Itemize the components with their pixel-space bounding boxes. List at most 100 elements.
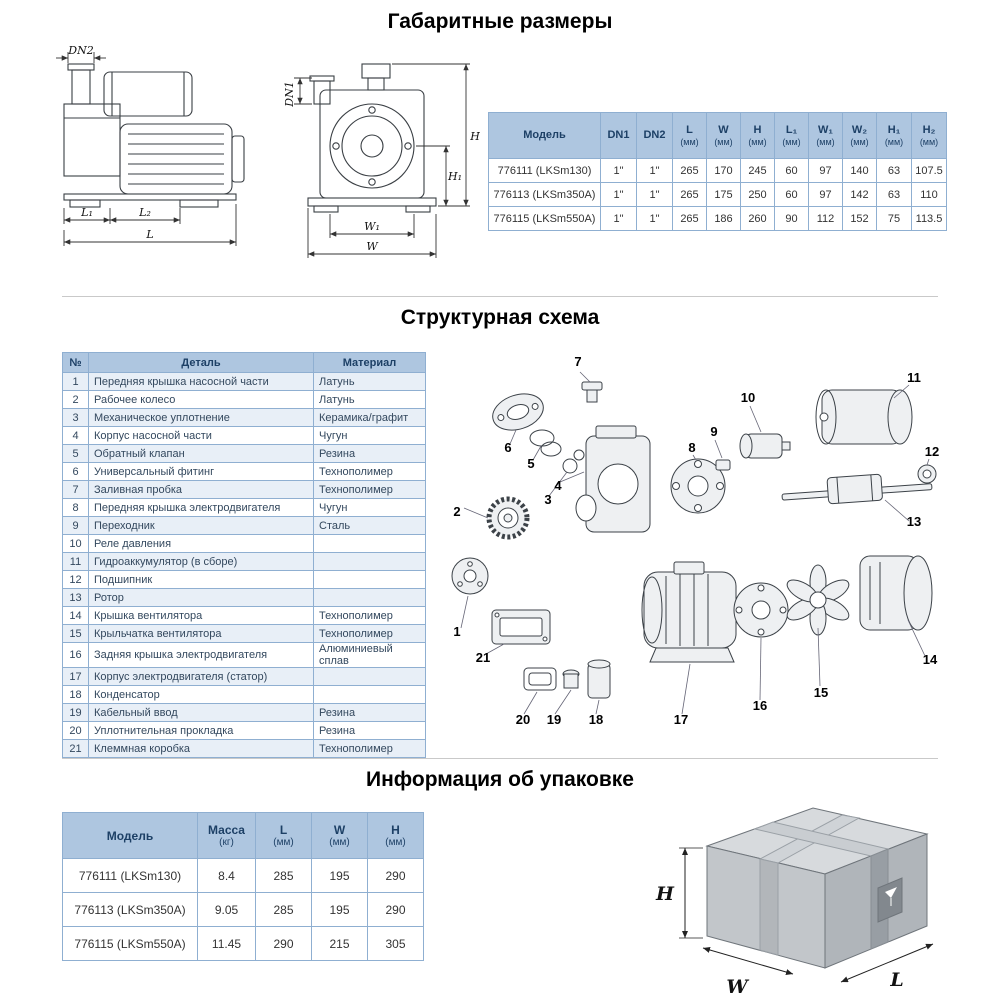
column-label: H₁ — [887, 123, 901, 136]
part-rear-cover — [733, 582, 789, 638]
callout-12: 12 — [925, 444, 939, 459]
column-header: L (мм) — [255, 812, 312, 859]
dim-label-dn2: DN2 — [67, 44, 93, 57]
column-label: Модель — [106, 828, 154, 843]
cell: 290 — [255, 926, 312, 961]
callout-21: 21 — [476, 650, 490, 665]
part-number-cell: 5 — [62, 444, 89, 463]
dimensions-table: Модель DN1 DN2 L (мм — [488, 112, 947, 231]
column-label: W₂ — [851, 123, 868, 136]
column-unit: (мм) — [782, 136, 801, 147]
part-material-cell: Технополимер — [313, 606, 426, 625]
cell: 285 — [255, 858, 312, 893]
cell: 152 — [842, 206, 877, 231]
part-name-cell: Универсальный фитинг — [88, 462, 314, 481]
part-number-cell: 19 — [62, 703, 89, 722]
table-row: 2 Рабочее колесо Латунь — [62, 390, 426, 409]
column-header-num: № — [62, 352, 89, 373]
cell: 140 — [842, 158, 877, 183]
column-header: Модель — [62, 812, 198, 859]
dim-label-l2: L₂ — [138, 206, 151, 219]
part-capacitor — [587, 659, 611, 699]
part-number-cell: 1 — [62, 372, 89, 391]
column-unit: (кг) — [219, 836, 234, 848]
cell: 107.5 — [911, 158, 947, 183]
part-fitting-flange — [492, 393, 544, 431]
part-number-cell: 7 — [62, 480, 89, 499]
front-view-drawing: DN1 H H₁ W₁ W — [284, 63, 480, 258]
part-impeller — [486, 496, 530, 540]
callout-13: 13 — [907, 514, 921, 529]
part-material-cell: Технополимер — [313, 462, 426, 481]
cell: 170 — [706, 158, 741, 183]
callout-19: 19 — [547, 712, 561, 727]
cell: 97 — [808, 158, 843, 183]
table-row: 7 Заливная пробка Технополимер — [62, 480, 426, 499]
box-shape — [705, 807, 929, 969]
cell: 1" — [636, 206, 673, 231]
part-gasket — [523, 667, 557, 691]
part-name-cell: Корпус насосной части — [88, 426, 314, 445]
table-row: 6 Универсальный фитинг Технополимер — [62, 462, 426, 481]
exploded-view-diagram: 1 2 3 4 5 6 7 8 9 10 11 12 13 14 15 16 1… — [451, 354, 939, 727]
column-unit: (мм) — [329, 836, 350, 848]
part-fan-cover — [859, 555, 933, 631]
part-name-cell: Кабельный ввод — [88, 703, 314, 722]
cell: 195 — [311, 858, 368, 893]
part-material-cell: Керамика/графит — [313, 408, 426, 427]
cell: 215 — [311, 926, 368, 961]
box-label-l: L — [889, 969, 903, 991]
part-material-cell — [313, 570, 426, 589]
column-label: L₁ — [785, 123, 798, 136]
cell: 195 — [311, 892, 368, 927]
part-name-cell: Заливная пробка — [88, 480, 314, 499]
cell: 260 — [740, 206, 775, 231]
column-label: H — [753, 123, 762, 136]
cell: 112 — [808, 206, 843, 231]
exploded-parts — [451, 381, 937, 699]
part-material-cell: Резина — [313, 444, 426, 463]
pump-side-outline — [63, 63, 245, 208]
packaging-table: Модель Масса (кг) L (мм) W — [62, 812, 424, 961]
packaging-header-row: Модель Масса (кг) L (мм) W — [62, 812, 424, 859]
part-check-valve — [529, 429, 562, 457]
callout-3: 3 — [544, 492, 551, 507]
parts-table: № Деталь Материал 1 Передняя крышка насо… — [62, 352, 426, 758]
table-row: 5 Обратный клапан Резина — [62, 444, 426, 463]
callout-4: 4 — [554, 478, 562, 493]
cell: 250 — [740, 182, 775, 207]
callout-1: 1 — [453, 624, 460, 639]
part-material-cell — [313, 685, 426, 704]
section-title-structure: Структурная схема — [400, 306, 600, 329]
column-unit: (мм) — [385, 836, 406, 848]
part-material-cell: Технополимер — [313, 624, 426, 643]
section-title-packaging: Информация об упаковке — [366, 768, 634, 791]
part-name-cell: Уплотнительная прокладка — [88, 721, 314, 740]
callout-18: 18 — [589, 712, 603, 727]
model-cell: 776113 (LKSm350A) — [62, 892, 198, 927]
part-name-cell: Крышка вентилятора — [88, 606, 314, 625]
part-material-cell: Алюминиевый сплав — [313, 642, 426, 668]
cell: 63 — [876, 182, 912, 207]
cell: 63 — [876, 158, 912, 183]
column-unit: (мм) — [816, 136, 835, 147]
callout-15: 15 — [814, 685, 828, 700]
column-header: W₁ (мм) — [808, 112, 843, 159]
table-row: 21 Клеммная коробка Технополимер — [62, 739, 426, 758]
part-name-cell: Передняя крышка насосной части — [88, 372, 314, 391]
part-name-cell: Переходник — [88, 516, 314, 535]
parts-header-row: № Деталь Материал — [62, 352, 426, 373]
part-name-cell: Механическое уплотнение — [88, 408, 314, 427]
dim-label-dn1: DN1 — [284, 81, 296, 107]
callout-11: 11 — [907, 370, 921, 385]
cell: 290 — [367, 858, 424, 893]
part-material-cell: Латунь — [313, 372, 426, 391]
cell: 265 — [672, 206, 707, 231]
part-pump-housing — [575, 425, 651, 533]
section-divider — [62, 758, 938, 759]
box-dimension-lines — [679, 847, 934, 983]
part-rotor — [781, 473, 933, 505]
column-header: L₁ (мм) — [774, 112, 809, 159]
box-label-w: W — [726, 976, 749, 998]
column-header: W₂ (мм) — [842, 112, 877, 159]
